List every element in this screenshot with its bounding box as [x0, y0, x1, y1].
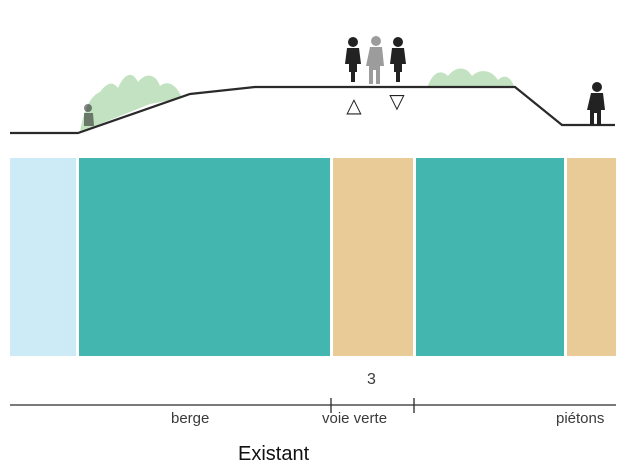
pedestrian-icon	[587, 82, 605, 125]
pedestrian-icon	[366, 36, 384, 84]
band-berge	[79, 158, 330, 356]
band-water	[10, 158, 76, 356]
vegetation-icon	[80, 68, 514, 132]
cyclist-icon	[345, 37, 361, 82]
direction-down-icon: ▽	[389, 89, 405, 113]
label-voie-verte: voie verte	[322, 410, 388, 427]
direction-up-icon: △	[346, 93, 362, 117]
band-pietons	[567, 158, 616, 356]
label-pietons: piétons	[556, 410, 605, 427]
band-voie-verte	[333, 158, 413, 356]
label-berge: berge	[171, 410, 210, 427]
diagram-title: Existant	[238, 443, 310, 465]
dimension-value: 3	[367, 371, 376, 388]
band-green-right	[416, 158, 564, 356]
cyclist-icon	[390, 37, 406, 82]
ground-profile	[10, 85, 615, 135]
pedestrian-icon	[84, 104, 94, 126]
